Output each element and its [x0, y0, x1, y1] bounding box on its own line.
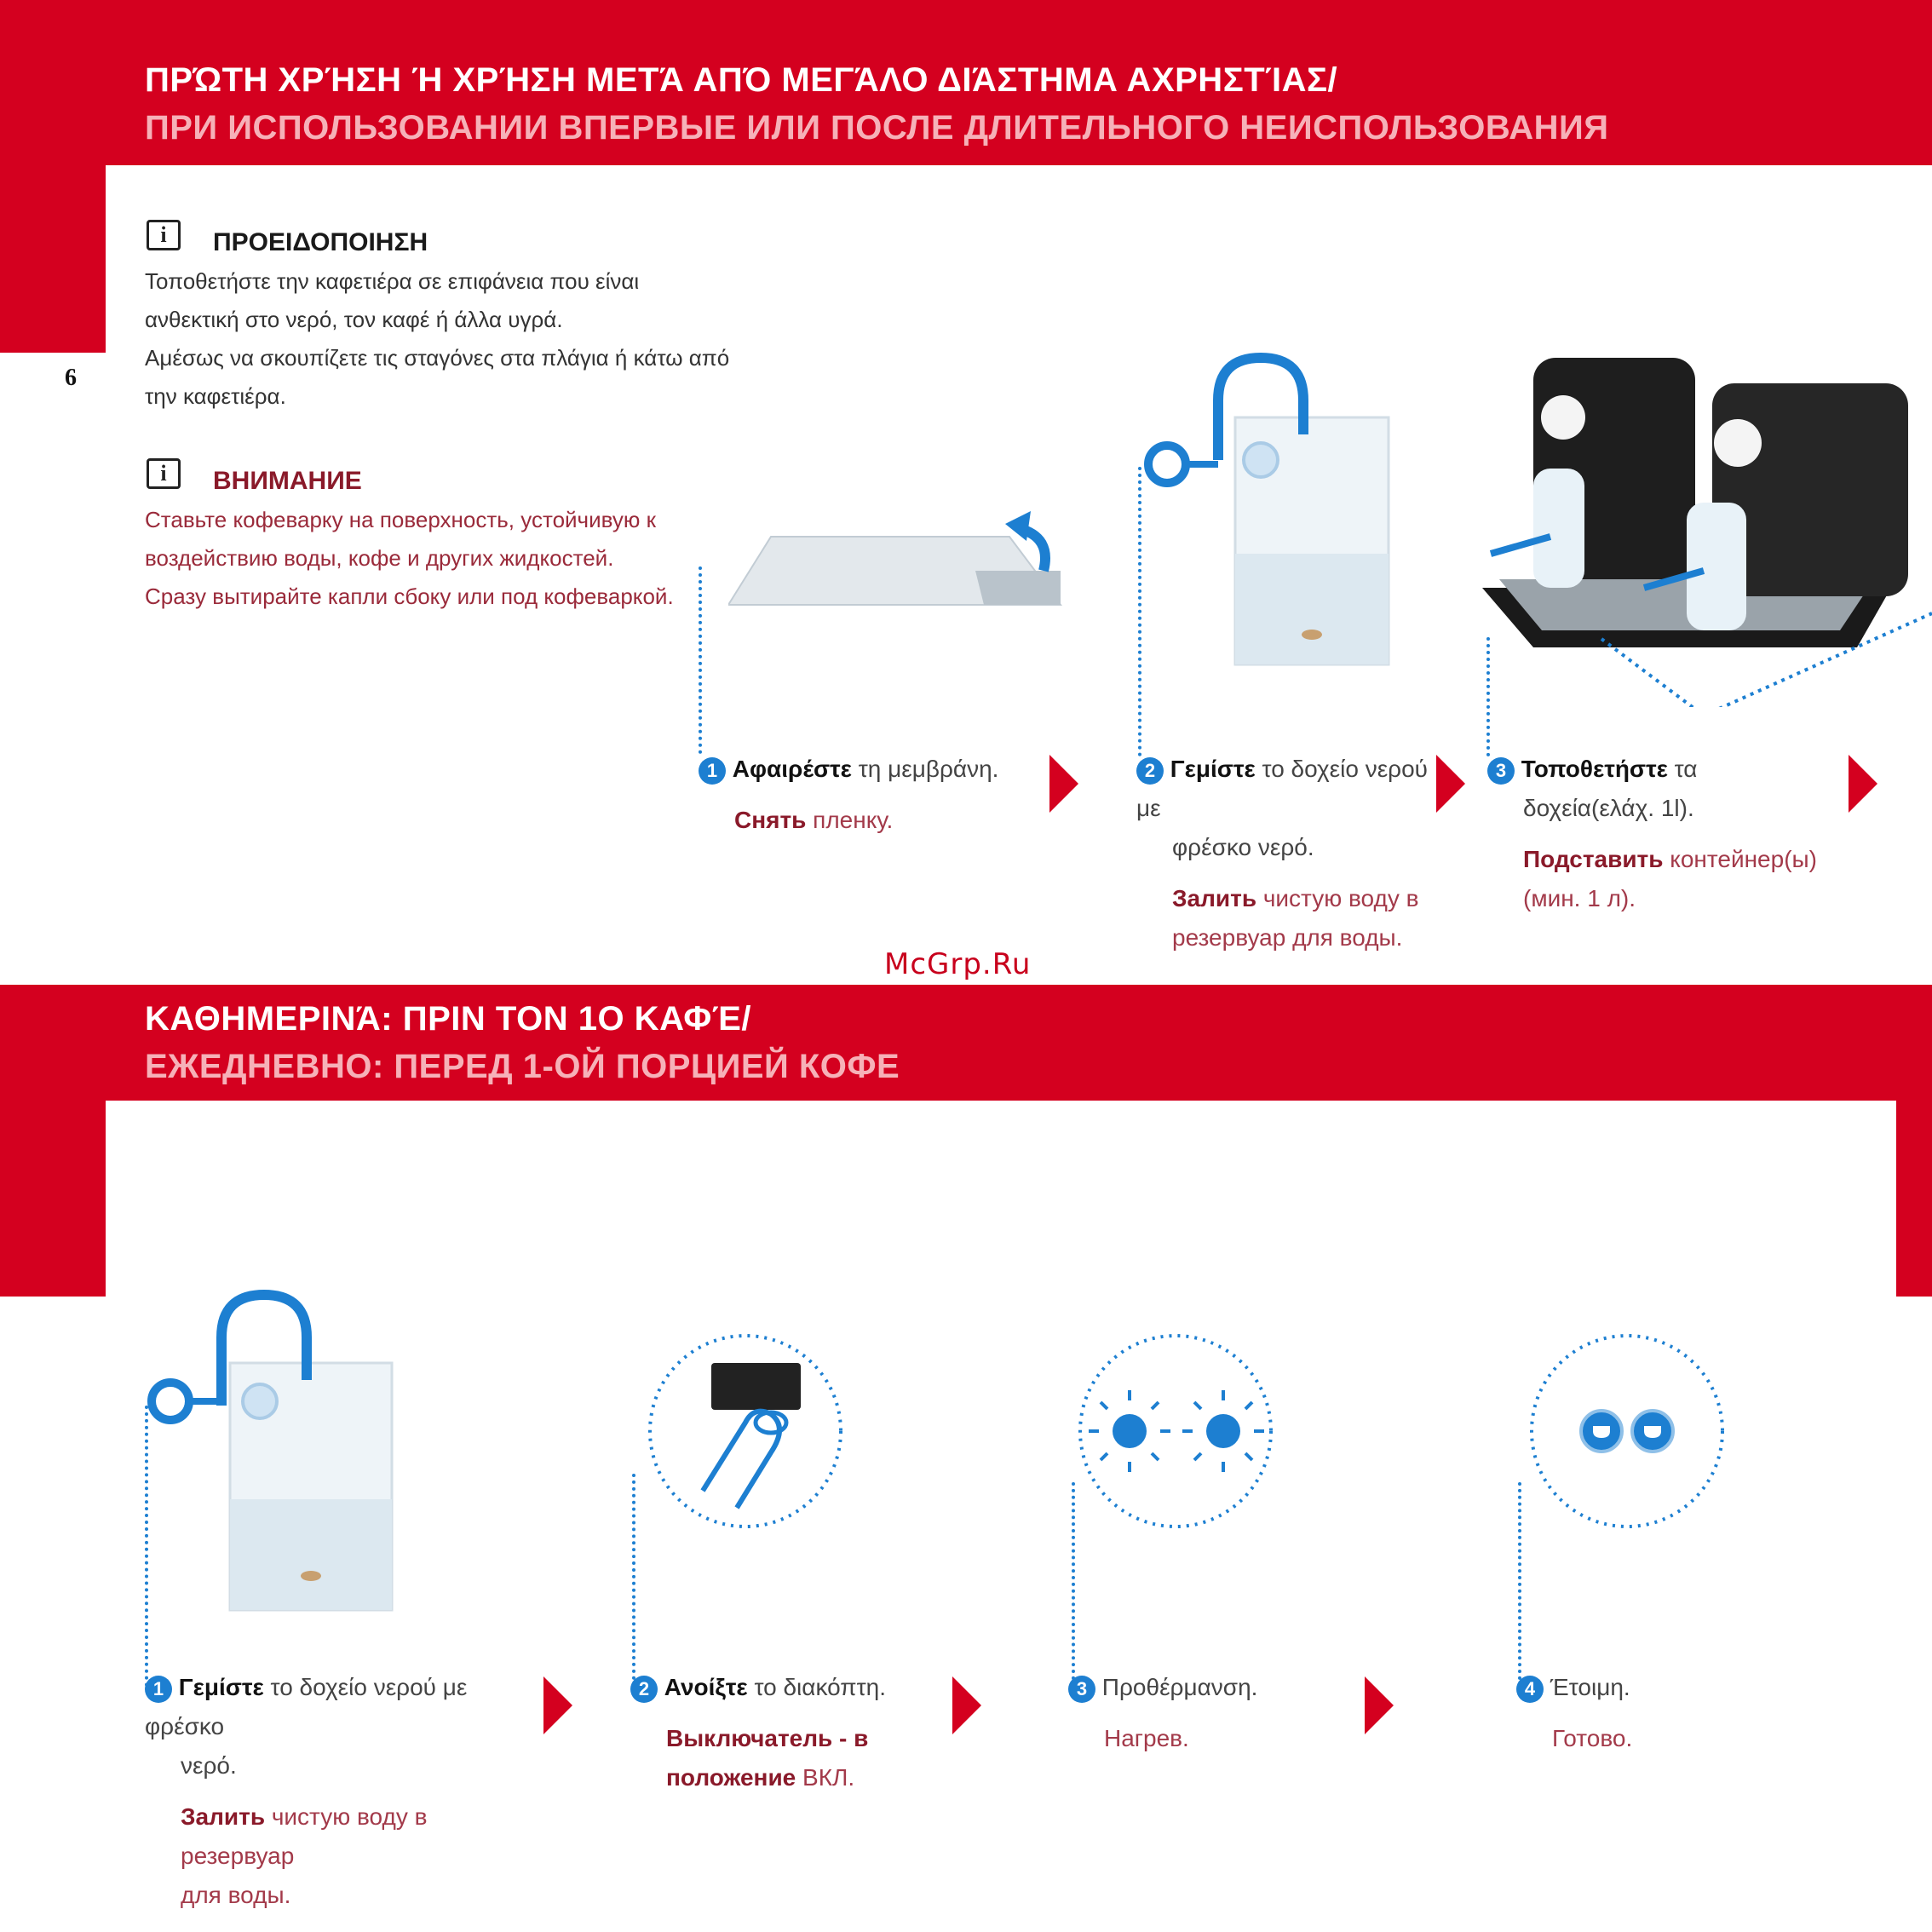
note-line: Ставьте кофеварку на поверхность, устойч…: [145, 507, 656, 532]
connector-line: [145, 1406, 148, 1687]
next-arrow-icon: [543, 1676, 572, 1734]
step-number: 4: [1516, 1676, 1544, 1703]
step-text-ru: чистую воду в: [1256, 885, 1419, 911]
step-action: Γεμίστε: [178, 1674, 264, 1700]
next-arrow-icon: [1049, 755, 1078, 813]
section1-title-greek: ΠΡΏΤΗ ΧΡΉΣΗ Ή ΧΡΉΣΗ ΜΕΤΆ ΑΠΌ ΜΕΓΆΛΟ ΔΙΆΣ…: [145, 61, 1338, 99]
power-button-icon: [648, 1334, 842, 1528]
step-text-ru: чистую воду в резервуар: [181, 1803, 428, 1869]
section2-title-greek: ΚΑΘΗΜΕΡΙΝΆ: ΠΡΙΝ ΤΟΝ 1Ο ΚΑΦΈ/: [145, 1000, 751, 1038]
watermark: McGrp.Ru: [884, 947, 1032, 981]
step-text: το διακόπτη.: [747, 1674, 887, 1700]
water-tank-icon: [1144, 352, 1390, 666]
section2-title-russian: ЕЖЕДНЕВНО: ПЕРЕД 1-ОЙ ПОРЦИЕЙ КОФЕ: [145, 1048, 900, 1085]
step-action: Ανοίξτε: [664, 1674, 748, 1700]
note-line: Сразу вытирайте капли сбоку или под кофе…: [145, 584, 674, 609]
info-icon: i: [147, 458, 181, 489]
step-1-top: 1 Αφαιρέστε τη μεμβράνη. Снять пленку.: [699, 750, 1056, 840]
step-text: Έτοιμη.: [1550, 1674, 1630, 1700]
right-tab-bottom: [1896, 1101, 1932, 1297]
connector-line: [1486, 637, 1490, 756]
note-line: Αμέσως να σκουπίζετε τις σταγόνες στα πλ…: [145, 345, 730, 371]
connector-line: [1072, 1482, 1075, 1687]
note-text-russian: Ставьте кофеварку на поверхность, устойч…: [145, 501, 674, 616]
step-action-ru: положение: [666, 1764, 796, 1791]
step-action-ru: Подставить: [1523, 846, 1664, 872]
connector-line: [1138, 467, 1141, 756]
connector-line: [632, 1474, 635, 1687]
section1-title-russian: ПРИ ИСПОЛЬЗОВАНИИ ВПЕРВЫЕ ИЛИ ПОСЛЕ ДЛИТ…: [145, 109, 1609, 147]
step-number: 3: [1068, 1676, 1095, 1703]
step-text-ru: пленку.: [806, 807, 894, 833]
next-arrow-icon: [1365, 1676, 1394, 1734]
note-line: воздействию воды, кофе и других жидкосте…: [145, 545, 614, 571]
left-tab-top: [0, 165, 106, 353]
step-2-top: 2 Γεμίστε το δοχείο νερού με φρέσκο νερό…: [1136, 750, 1443, 957]
step-3-top: 3 Τοποθετήστε τα δοχεία(ελάχ. 1l). Подст…: [1487, 750, 1845, 918]
note-line: Τοποθετήστε την καφετιέρα σε επιφάνεια π…: [145, 268, 640, 294]
header-band-bottom: [0, 985, 1932, 1101]
step-number: 2: [1136, 757, 1164, 785]
step-text: τη μεμβράνη.: [851, 756, 999, 782]
step-text: τα: [1667, 756, 1698, 782]
step-text-ru: ВКЛ.: [796, 1764, 855, 1791]
left-tab-bottom: [0, 1101, 106, 1297]
step-4-bottom: 4 Έτοιμη. Готово.: [1516, 1668, 1823, 1758]
next-arrow-icon: [952, 1676, 981, 1734]
next-arrow-icon: [1436, 755, 1465, 813]
connector-line: [699, 566, 702, 754]
coffee-machines-icon: [1482, 358, 1932, 707]
step-action-ru: Залить: [181, 1803, 266, 1830]
step-text: το δοχείο νερού με φρέσκο: [145, 1674, 468, 1739]
note-title-russian: ВНИМАНИЕ: [213, 467, 362, 495]
next-arrow-icon: [1849, 755, 1877, 813]
membrane-icon: [728, 511, 1062, 606]
step-action-ru: Снять: [734, 807, 807, 833]
step-number: 3: [1487, 757, 1515, 785]
step-action-ru: Залить: [1172, 885, 1257, 911]
step-text-ru: для воды.: [181, 1882, 291, 1908]
note-text-greek: Τοποθετήστε την καφετιέρα σε επιφάνεια π…: [145, 262, 729, 416]
step-3-bottom: 3 Προθέρμανση. Нагрев.: [1068, 1668, 1375, 1758]
blinking-lights-icon: [1078, 1334, 1273, 1528]
step-text-ru: резервуар для воды.: [1172, 924, 1403, 951]
info-icon: i: [147, 220, 181, 250]
step-text: το δοχείο νερού με: [1136, 756, 1428, 821]
step-action: Αφαιρέστε: [732, 756, 852, 782]
header-band-top: [0, 0, 1932, 165]
step-2-bottom: 2 Ανοίξτε το διακόπτη. Выключатель - в п…: [630, 1668, 937, 1797]
step-text: Προθέρμανση.: [1101, 1674, 1258, 1700]
step-text: νερό.: [181, 1752, 237, 1779]
step-1-bottom: 1 Γεμίστε το δοχείο νερού με φρέσκο νερό…: [145, 1668, 520, 1915]
step-number: 1: [145, 1676, 172, 1703]
connector-line: [1518, 1482, 1521, 1687]
step-action: Γεμίστε: [1170, 756, 1256, 782]
step-number: 2: [630, 1676, 658, 1703]
step-text-ru: Готово.: [1552, 1725, 1633, 1751]
note-line: την καφετιέρα.: [145, 383, 286, 409]
step-action: Τοποθετήστε: [1521, 756, 1668, 782]
step-text: δοχεία(ελάχ. 1l).: [1523, 795, 1694, 821]
note-title-greek: ΠΡΟΕΙΔΟΠΟΙΗΣΗ: [213, 228, 428, 256]
step-action-ru: Выключатель - в: [666, 1725, 869, 1751]
water-tank-icon: [147, 1289, 394, 1612]
step-text-ru: (мин. 1 л).: [1523, 885, 1636, 911]
step-text-ru: Нагрев.: [1104, 1725, 1189, 1751]
step-text-ru: контейнер(ы): [1663, 846, 1817, 872]
note-line: ανθεκτική στο νερό, τον καφέ ή άλλα υγρά…: [145, 307, 563, 332]
steady-lights-icon: [1530, 1334, 1724, 1528]
step-text: φρέσκο νερό.: [1172, 834, 1314, 860]
page-number: 6: [65, 365, 77, 391]
step-number: 1: [699, 757, 726, 785]
